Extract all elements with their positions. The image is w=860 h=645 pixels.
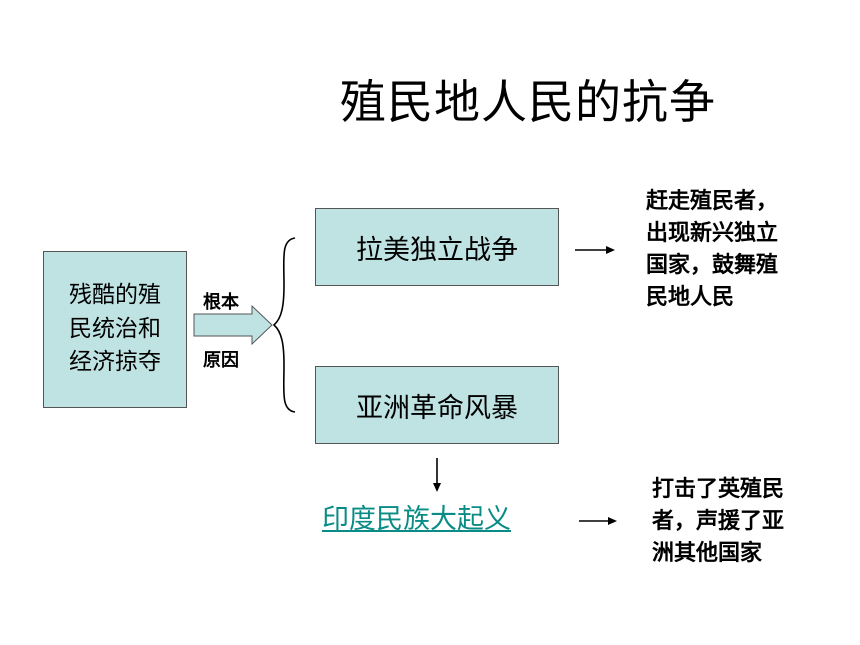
india-uprising-link[interactable]: 印度民族大起义 <box>322 504 511 535</box>
block-arrow-icon <box>193 304 273 346</box>
event-label: 亚洲革命风暴 <box>356 392 518 424</box>
cause-line: 经济掠夺 <box>69 349 161 376</box>
result-line: 打击了英殖民 <box>652 477 785 502</box>
result-line: 者，声援了亚 <box>652 508 785 534</box>
india-result: 打击了英殖民 者，声援了亚 洲其他国家 <box>652 474 784 570</box>
slide-title: 殖民地人民的抗争 <box>340 75 716 129</box>
curly-brace-icon <box>272 237 296 413</box>
result-line: 赶走殖民者， <box>646 189 779 214</box>
cause-line: 民统治和 <box>69 315 161 342</box>
root-cause-label-top: 根本 <box>203 292 239 313</box>
arrow-right-icon <box>575 246 615 254</box>
result-line: 民地人民 <box>646 284 735 310</box>
event-box-latin-america: 拉美独立战争 <box>315 208 559 286</box>
cause-box: 残酷的殖 民统治和 经济掠夺 <box>43 251 187 408</box>
result-line: 出现新兴独立 <box>646 220 779 246</box>
result-line: 国家，鼓舞殖 <box>646 252 779 278</box>
cause-line: 残酷的殖 <box>69 282 161 309</box>
arrow-right-icon <box>579 517 617 525</box>
event-label: 拉美独立战争 <box>356 234 518 266</box>
root-cause-label-bottom: 原因 <box>203 350 239 371</box>
event-box-asia-storm: 亚洲革命风暴 <box>315 366 559 444</box>
latin-america-result: 赶走殖民者， 出现新兴独立 国家，鼓舞殖 民地人民 <box>646 186 778 314</box>
arrow-down-icon <box>433 458 441 492</box>
result-line: 洲其他国家 <box>652 540 763 566</box>
